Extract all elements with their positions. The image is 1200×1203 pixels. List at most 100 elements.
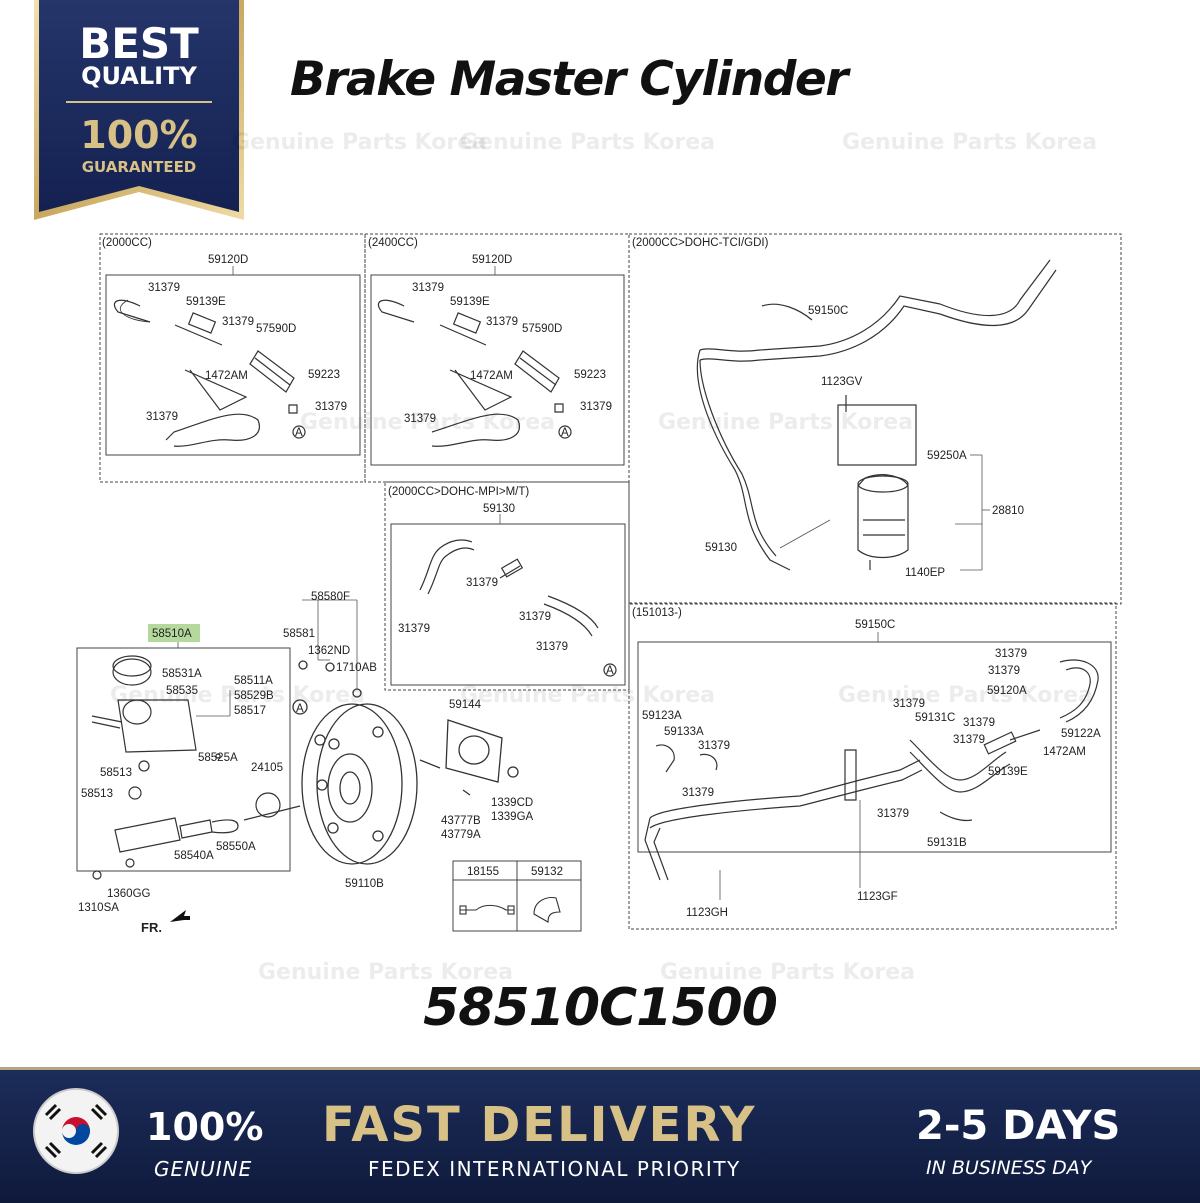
part-label: 59250A: [927, 450, 967, 462]
genuine-percent: 100%: [146, 1105, 264, 1149]
watermark: Genuine Parts Korea: [258, 960, 513, 985]
section-label-tci-gdi: (2000CC>DOHC-TCI/GDI): [632, 237, 769, 249]
part-label: 59120D: [472, 254, 512, 266]
genuine-label: GENUINE: [154, 1157, 253, 1181]
part-label: 59110B: [345, 878, 384, 890]
part-label: 59130: [483, 503, 515, 515]
part-label: 31379: [222, 316, 254, 328]
part-label: 58513: [81, 788, 113, 800]
section-label-2000cc: (2000CC): [102, 237, 152, 249]
part-label: 59139E: [186, 296, 226, 308]
part-label: 59132: [531, 866, 563, 878]
part-label: 59120A: [987, 685, 1027, 697]
part-label: 59139E: [988, 766, 1028, 778]
footer-banner: 100% GENUINE FAST DELIVERY FEDEX INTERNA…: [0, 1067, 1200, 1203]
part-label: 59130: [705, 542, 737, 554]
part-label: 31379: [698, 740, 730, 752]
part-label: 31379: [466, 577, 498, 589]
part-label: 31379: [519, 611, 551, 623]
part-label: 57590D: [256, 323, 296, 335]
part-label: 31379: [580, 401, 612, 413]
part-label: 1472AM: [1043, 746, 1086, 758]
parts-diagram: (2000CC) (2400CC) (2000CC>DOHC-TCI/GDI) …: [76, 233, 1122, 935]
section-label-2400cc: (2400CC): [368, 237, 418, 249]
fast-delivery: FAST DELIVERY: [322, 1097, 757, 1153]
part-label: 31379: [146, 411, 178, 423]
part-label: 59133A: [664, 726, 704, 738]
highlight-58510a: [148, 624, 200, 642]
part-label: 59150C: [808, 305, 848, 317]
front-indicator: FR.: [141, 920, 162, 935]
part-label: 31379: [412, 282, 444, 294]
part-label: 31379: [988, 665, 1020, 677]
part-label: 1710AB: [336, 662, 377, 674]
part-label: 31379: [398, 623, 430, 635]
part-label: 58511A: [234, 675, 273, 687]
part-label: 31379: [315, 401, 347, 413]
part-label: 59131B: [927, 837, 967, 849]
page-title: Brake Master Cylinder: [290, 52, 848, 107]
part-label-highlighted: 58510A: [152, 628, 192, 640]
part-label: 1123GH: [686, 907, 728, 919]
part-label: 58513: [100, 767, 132, 779]
part-label: 1123GV: [821, 376, 863, 388]
part-label: 58529B: [234, 690, 274, 702]
watermark: Genuine Parts Korea: [460, 130, 715, 155]
part-label: A: [606, 665, 614, 677]
part-number: 58510C1500: [423, 978, 778, 1038]
part-label: 1310SA: [78, 902, 119, 914]
watermark: Genuine Parts Korea: [842, 130, 1097, 155]
part-label: A: [296, 703, 304, 715]
part-label: 31379: [963, 717, 995, 729]
front-arrow-icon: [170, 910, 190, 922]
watermark: Genuine Parts Korea: [658, 410, 913, 435]
part-label: 1472AM: [205, 370, 248, 382]
part-label: 59150C: [855, 619, 895, 631]
part-label: 31379: [486, 316, 518, 328]
part-label: 31379: [682, 787, 714, 799]
part-label: 1339GA: [491, 811, 534, 823]
fedex-label: FEDEX INTERNATIONAL PRIORITY: [368, 1157, 741, 1181]
part-label: 58581: [283, 628, 315, 640]
badge-line1: BEST: [79, 19, 199, 68]
part-label: 59139E: [450, 296, 490, 308]
part-label: 1339CD: [491, 797, 533, 809]
part-label: 59223: [308, 369, 340, 381]
part-label: 31379: [877, 808, 909, 820]
business-day-label: IN BUSINESS DAY: [926, 1157, 1092, 1179]
watermark: Genuine Parts Korea: [460, 683, 715, 708]
part-label: 1123GF: [857, 891, 898, 903]
part-label: 57590D: [522, 323, 562, 335]
part-label: 24105: [251, 762, 283, 774]
section-label-mpi-mt: (2000CC>DOHC-MPI>M/T): [388, 486, 529, 498]
section-label-151013: (151013-): [632, 607, 682, 619]
part-label: 1140EP: [905, 567, 945, 579]
part-label: 58580F: [311, 591, 350, 603]
badge-line2: QUALITY: [81, 62, 197, 90]
part-label: 28810: [992, 505, 1024, 517]
part-label: 58531A: [162, 668, 202, 680]
part-label: 59131C: [915, 712, 955, 724]
watermark: Genuine Parts Korea: [300, 410, 555, 435]
part-label: 58535: [166, 685, 198, 697]
part-label: 1360GG: [107, 888, 151, 900]
part-label: 58525A: [198, 752, 238, 764]
part-label: 31379: [953, 734, 985, 746]
delivery-days: 2-5 DAYS: [916, 1103, 1121, 1149]
part-label: 59144: [449, 699, 482, 711]
korea-flag-icon: [33, 1088, 119, 1174]
part-label: 18155: [467, 866, 499, 878]
part-label: 31379: [404, 413, 436, 425]
part-label: 43779A: [441, 829, 481, 841]
footer-bar: [0, 1067, 1200, 1203]
watermark: Genuine Parts Korea: [232, 130, 487, 155]
best-quality-badge: BEST QUALITY 100% GUARANTEED: [34, 0, 244, 220]
part-label: 58517: [234, 705, 266, 717]
badge-line3: 100%: [80, 113, 197, 157]
part-label: 58540A: [174, 850, 214, 862]
part-label: 1362ND: [308, 645, 350, 657]
watermark: Genuine Parts Korea: [838, 683, 1093, 708]
part-label: 31379: [893, 698, 925, 710]
part-label: A: [561, 427, 569, 439]
part-label: 31379: [536, 641, 568, 653]
